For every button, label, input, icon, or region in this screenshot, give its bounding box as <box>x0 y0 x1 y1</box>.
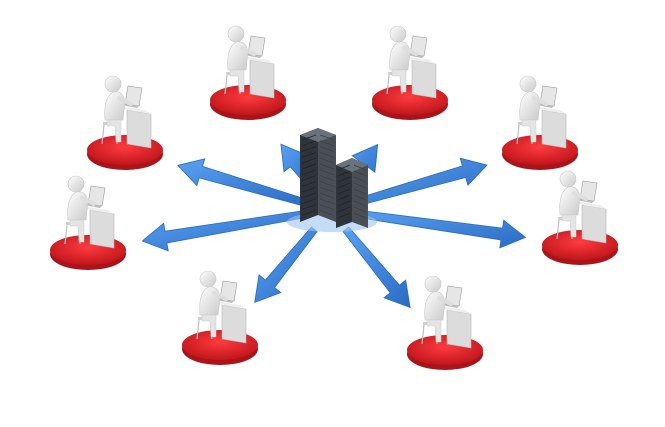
server-rack-icon <box>287 128 377 232</box>
desk <box>446 309 472 349</box>
arrow-icon <box>177 158 308 207</box>
head <box>67 175 85 193</box>
head <box>227 25 245 43</box>
platform-disc <box>407 335 483 365</box>
person-icon <box>67 175 96 243</box>
desk-top <box>439 306 471 314</box>
person-icon <box>199 270 228 338</box>
workstation-left <box>50 175 126 270</box>
head <box>519 75 537 93</box>
workstation-bottom-left <box>182 270 258 365</box>
desk <box>126 109 152 149</box>
head <box>389 25 407 43</box>
platform-disc <box>502 135 578 165</box>
platform-disc <box>542 230 618 260</box>
desk <box>89 209 115 249</box>
workstations-group <box>50 25 618 370</box>
head <box>199 270 217 288</box>
platform-disc <box>210 85 286 115</box>
head <box>104 75 122 93</box>
workstation-right <box>542 170 618 265</box>
desk-top <box>404 56 436 64</box>
desk-top <box>574 201 606 209</box>
arrow-icon <box>352 157 488 208</box>
desk <box>249 59 275 99</box>
desk <box>541 109 567 149</box>
desk <box>581 204 607 244</box>
head <box>559 170 577 188</box>
person-icon <box>389 25 418 93</box>
platform-disc <box>182 330 258 360</box>
arrow-icon <box>254 226 318 304</box>
workstation-bottom-right <box>407 275 483 370</box>
arrows-group <box>141 143 527 309</box>
workstation-top-right <box>372 25 448 120</box>
person-icon <box>424 275 453 343</box>
person-icon <box>104 75 133 143</box>
workstation-upper-left <box>87 75 163 170</box>
arrow-icon <box>353 209 527 249</box>
desk <box>411 59 437 99</box>
workstation-top-left <box>210 25 286 120</box>
head <box>424 275 442 293</box>
arrow-icon <box>141 210 307 252</box>
desk <box>221 304 247 344</box>
desk-top <box>214 301 246 309</box>
platform-disc <box>372 85 448 115</box>
platform-disc <box>87 135 163 165</box>
desk-top <box>82 206 114 214</box>
person-icon <box>519 75 548 143</box>
arrow-icon <box>342 226 411 309</box>
desk-top <box>119 106 151 114</box>
person-icon <box>559 170 588 238</box>
platform-disc <box>50 235 126 265</box>
workstation-upper-right <box>502 75 578 170</box>
person-icon <box>227 25 256 93</box>
desk-top <box>534 106 566 114</box>
desk-top <box>242 56 274 64</box>
